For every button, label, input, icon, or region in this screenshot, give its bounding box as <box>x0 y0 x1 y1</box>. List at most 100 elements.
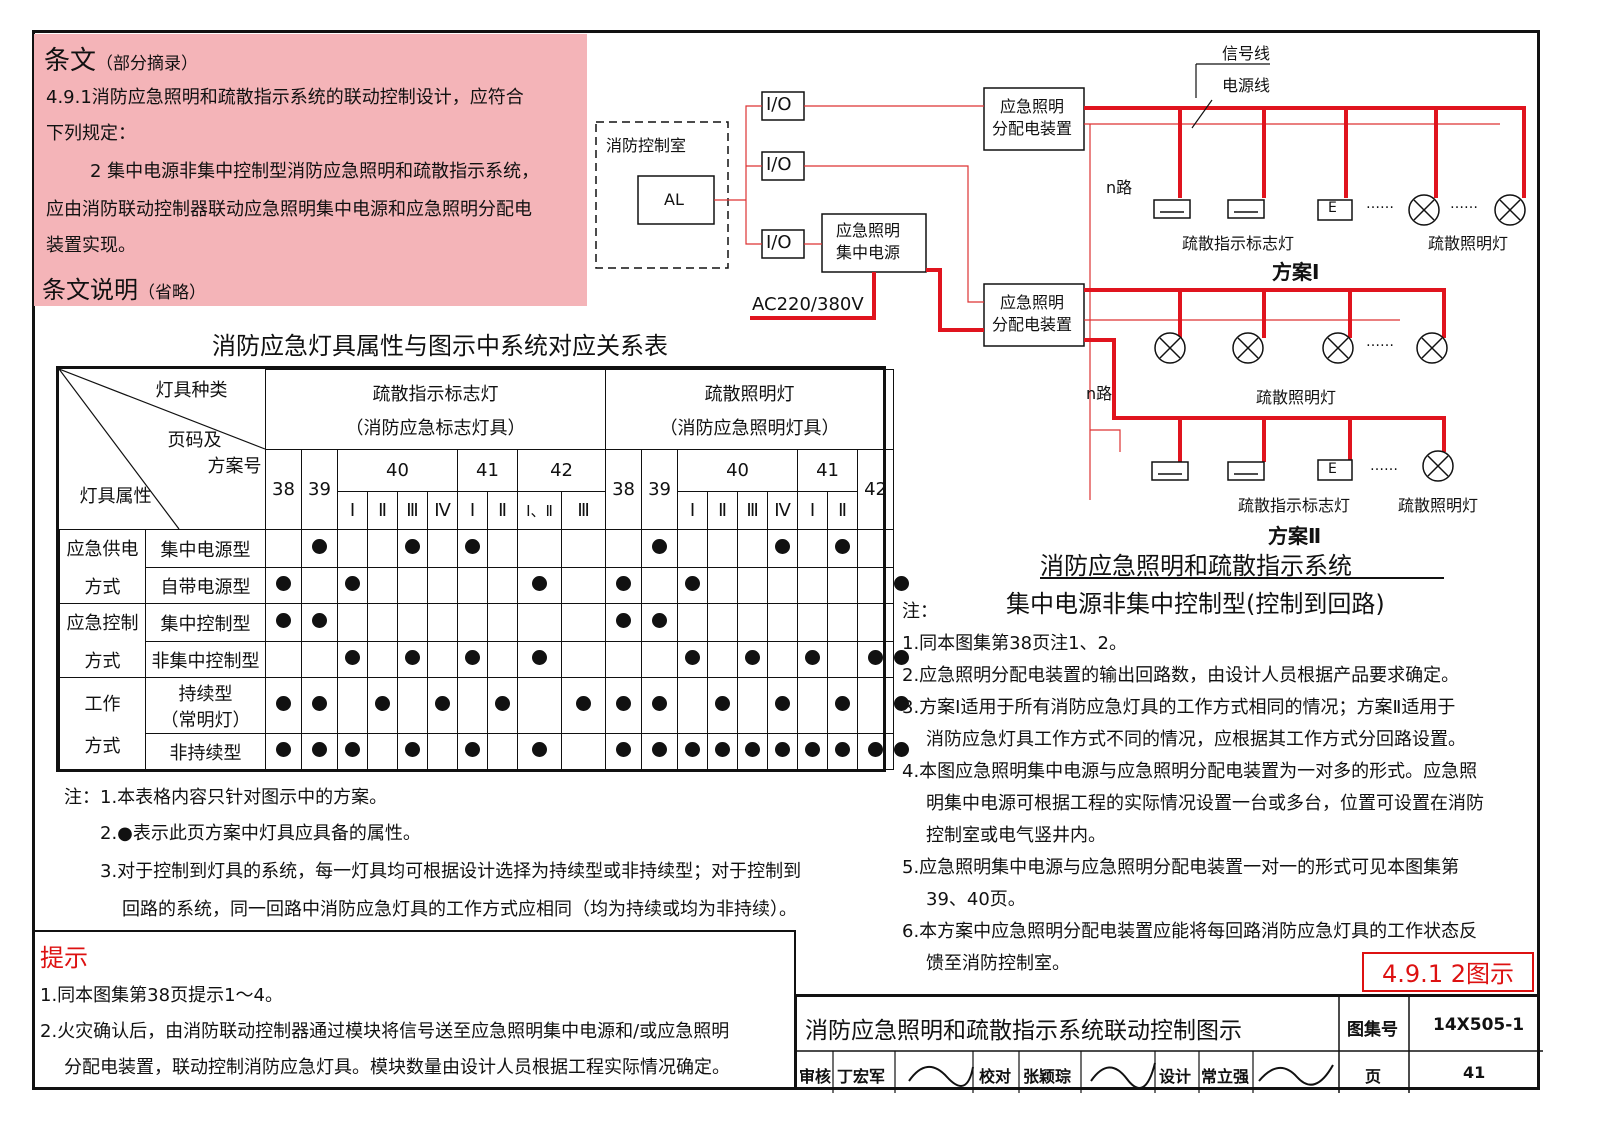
attribute-dot <box>685 650 701 665</box>
attribute-dot <box>775 696 791 711</box>
attribute-cell <box>827 567 859 604</box>
attribute-dot <box>532 576 547 591</box>
attribute-dot <box>375 696 390 711</box>
signal-line-label: 信号线 <box>1222 44 1271 63</box>
attribute-cell <box>737 567 769 604</box>
corner-diagonals <box>59 369 266 530</box>
attribute-cell <box>767 603 799 642</box>
attribute-cell <box>517 603 562 642</box>
attribute-dot <box>465 650 480 665</box>
attribute-cell <box>265 733 302 770</box>
attribute-cell <box>427 603 458 642</box>
attribute-dot <box>276 576 291 591</box>
clause-line: 2 集中电源非集中控制型消防应急照明和疏散指示系统， <box>90 161 540 182</box>
evac-sign-icon <box>1227 461 1265 481</box>
attribute-cell <box>605 603 643 642</box>
notes-head: 注： <box>902 601 938 622</box>
attribute-cell <box>367 677 398 734</box>
attribute-cell <box>605 641 643 678</box>
evac-sign-icon <box>1227 199 1265 219</box>
hint-title: 提示 <box>40 944 88 972</box>
attribute-cell <box>337 641 368 678</box>
attribute-dot <box>576 696 592 711</box>
io-label: I/O <box>766 232 792 253</box>
attribute-cell <box>677 567 709 604</box>
ellipsis: …… <box>1450 196 1478 212</box>
attribute-cell <box>707 567 739 604</box>
clause-line: 4.9.1消防应急照明和疏散指示系统的联动控制设计，应符合 <box>46 87 524 108</box>
corner-cell: 灯具种类 页码及 方案号 灯具属性 <box>79 379 262 507</box>
note: 消防应急灯具工作方式不同的情况，应根据其工作方式分回路设置。 <box>926 729 1466 750</box>
attribute-dot <box>652 696 668 711</box>
attribute-cell <box>827 603 859 642</box>
attribute-dot <box>835 696 851 711</box>
clause-line: 装置实现。 <box>46 235 136 256</box>
table-note: 回路的系统，同一回路中消防应急灯具的工作方式应相同（均为持续或均为非持续）。 <box>122 899 797 920</box>
note: 馈至消防控制室。 <box>926 953 1070 974</box>
attribute-dot <box>652 539 668 554</box>
exit-sign-icon <box>1317 199 1353 221</box>
attribute-cell <box>560 641 607 678</box>
attribute-cell <box>797 677 829 734</box>
attribute-dot <box>495 696 510 711</box>
table-note: 3.对于控制到灯具的系统，每一灯具均可根据设计选择为持续型或非持续型；对于控制到 <box>100 861 802 882</box>
attribute-cell <box>857 603 895 642</box>
attribute-dot <box>276 742 291 757</box>
note: 6.本方案中应急照明分配电装置应能将每回路消防应急灯具的工作状态反 <box>902 921 1478 942</box>
attribute-dot <box>465 539 480 554</box>
attribute-cell <box>337 603 368 642</box>
lamp-icons <box>1154 194 1526 482</box>
attribute-cell <box>677 677 709 734</box>
attribute-dot <box>312 742 327 757</box>
attribute-dot <box>745 742 761 757</box>
attribute-cell <box>337 733 368 770</box>
row-group-label: 工作方式 <box>59 677 146 770</box>
attribute-cell <box>427 529 458 568</box>
attribute-cell <box>487 641 518 678</box>
signature-2 <box>1090 1062 1156 1089</box>
clause-line: 下列规定： <box>46 123 136 144</box>
evac-sign-label: 疏散指示标志灯 <box>1238 496 1351 515</box>
group-header-lights: 疏散照明灯（消防应急照明灯具） <box>605 369 895 450</box>
control-room-label: 消防控制室 <box>606 136 687 155</box>
attribute-table: 灯具种类 页码及 方案号 灯具属性 疏散指示标志灯（消防应急标志灯具） 疏散照明… <box>56 366 910 772</box>
attribute-cell <box>301 677 338 734</box>
attribute-cell <box>677 641 709 678</box>
attribute-dot <box>894 650 910 665</box>
attribute-cell <box>487 529 518 568</box>
attribute-cell <box>560 733 607 770</box>
attribute-cell <box>560 603 607 642</box>
attribute-dot <box>616 576 632 591</box>
table-row: 工作方式 持续型（常明灯） <box>59 677 910 770</box>
attribute-cell <box>487 677 518 734</box>
row-group-label: 应急控制方式 <box>59 603 146 678</box>
note: 3.方案Ⅰ适用于所有消防应急灯具的工作方式相同的情况；方案Ⅱ适用于 <box>902 697 1456 718</box>
attribute-dot <box>685 576 701 591</box>
attribute-cell <box>337 529 368 568</box>
attribute-dot <box>532 742 547 757</box>
attribute-cell <box>641 733 679 770</box>
attribute-cell <box>265 677 302 734</box>
ellipsis: …… <box>1366 334 1394 350</box>
attribute-dot <box>616 742 632 757</box>
attribute-cell <box>677 733 709 770</box>
table-row: 非持续型 <box>60 733 910 770</box>
attribute-cell <box>737 641 769 678</box>
title-block: 消防应急照明和疏散指示系统联动控制图示 图集号 14X505-1 审核 丁宏军 … <box>794 994 1543 1093</box>
attribute-cell <box>767 733 799 770</box>
attribute-cell <box>641 641 679 678</box>
attribute-cell <box>737 677 769 734</box>
attribute-dot <box>345 650 360 665</box>
note: 控制室或电气竖井内。 <box>926 825 1106 846</box>
attribute-cell <box>301 529 338 568</box>
attribute-cell <box>397 567 428 604</box>
hint-line: 2.火灾确认后，由消防联动控制器通过模块将信号送至应急照明集中电源和/或应急照明 <box>40 1021 730 1042</box>
attribute-cell <box>641 529 679 568</box>
evac-light-label: 疏散照明灯 <box>1428 234 1509 253</box>
attribute-dot <box>652 613 668 628</box>
attribute-cell <box>857 529 895 568</box>
hint-line: 1.同本图集第38页提示1～4。 <box>40 985 283 1006</box>
attribute-cell <box>367 529 398 568</box>
note: 2.应急照明分配电装置的输出回路数，由设计人员根据产品要求确定。 <box>902 665 1460 686</box>
